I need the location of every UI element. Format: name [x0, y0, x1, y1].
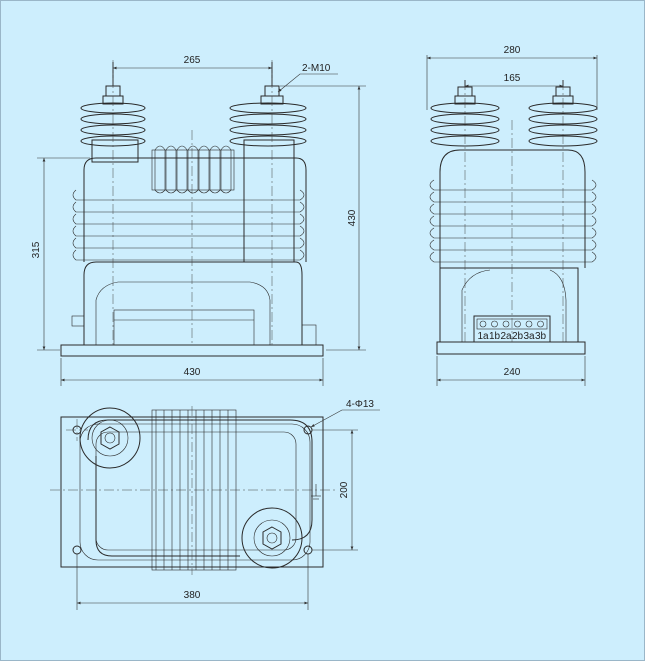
front-bellows	[151, 145, 235, 194]
dim-top-holes: 4-Φ13	[346, 399, 374, 410]
top-bushing-right	[241, 507, 303, 569]
side-ribbed-body	[439, 149, 586, 268]
dim-side-280: 280	[504, 45, 521, 56]
front-ribbed-body	[83, 157, 307, 262]
top-bushing-left	[79, 407, 141, 469]
dim-front-430-height: 430	[347, 209, 358, 226]
dim-front-265: 265	[184, 55, 201, 66]
top-frame	[87, 419, 313, 557]
side-lower-body	[439, 267, 579, 342]
dim-front-thread: 2-M10	[302, 63, 331, 74]
top-base-plate	[60, 416, 324, 568]
front-ribs	[72, 189, 305, 261]
terminal-label: 2b	[512, 331, 524, 342]
terminal-label: 3b	[535, 331, 547, 342]
dim-side-165: 165	[504, 73, 521, 84]
side-ribs	[429, 179, 597, 263]
dim-front-430-width: 430	[184, 367, 201, 378]
dim-front-315: 315	[31, 241, 42, 258]
front-insulator-sheds	[80, 102, 307, 147]
terminal-label: 3a	[523, 331, 535, 342]
terminal-label: 1a	[477, 331, 489, 342]
dim-top-200: 200	[339, 481, 350, 498]
front-lower-body	[83, 261, 303, 345]
dim-side-240: 240	[504, 367, 521, 378]
dim-top-380: 380	[184, 590, 201, 601]
terminal-label: 2a	[500, 331, 512, 342]
front-view: 265 2-M10 430 315 430	[31, 55, 366, 386]
top-view: 4-Φ13 200 380	[50, 399, 380, 610]
terminal-label: 1b	[489, 331, 501, 342]
